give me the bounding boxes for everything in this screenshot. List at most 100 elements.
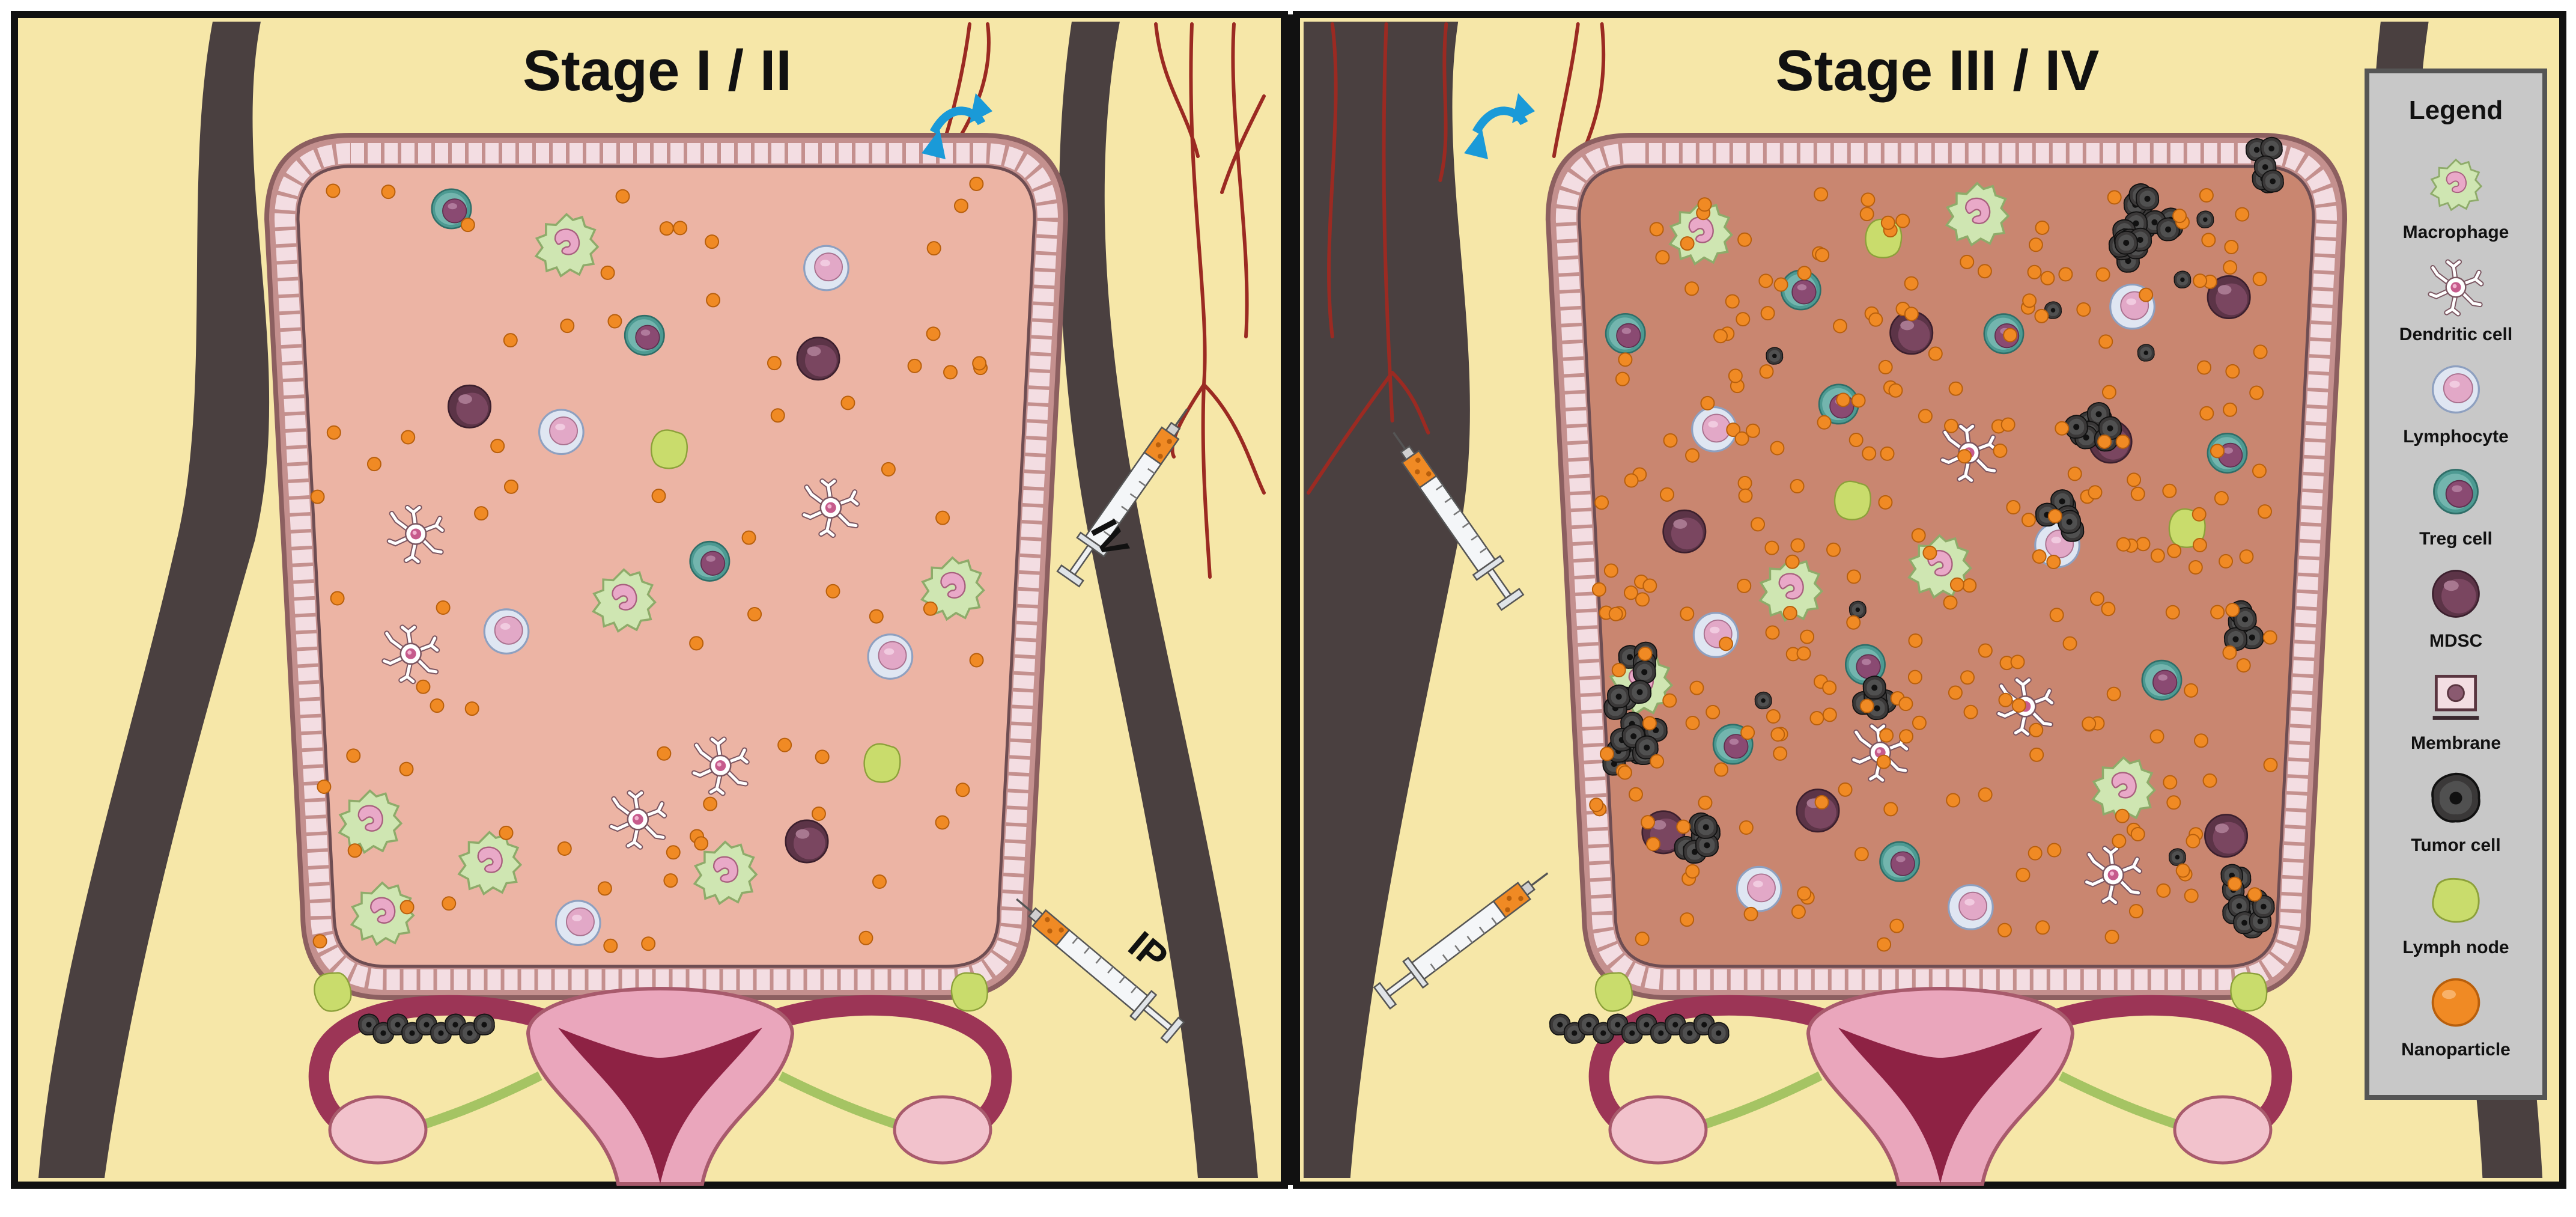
blood-vessel bbox=[1327, 22, 1338, 338]
exchange-arrow-head bbox=[1464, 129, 1489, 159]
legend-item-label: Nanoparticle bbox=[2401, 1040, 2511, 1060]
nanoparticle bbox=[1662, 693, 1677, 708]
tumor-cell bbox=[2137, 344, 2155, 362]
nanoparticle bbox=[326, 425, 341, 440]
nanoparticle bbox=[1740, 725, 1755, 740]
nanoparticle bbox=[2115, 808, 2130, 823]
nanoparticle bbox=[1623, 585, 1638, 600]
lymphocyte bbox=[1692, 612, 1739, 658]
nanoparticle bbox=[1728, 368, 1743, 383]
nanoparticle bbox=[1851, 393, 1866, 408]
blood-vessels bbox=[1306, 22, 1606, 495]
nanoparticle bbox=[607, 314, 622, 329]
nanoparticle bbox=[2049, 608, 2064, 623]
nanoparticle bbox=[1608, 606, 1623, 621]
exchange-arrow-head bbox=[922, 129, 946, 159]
nanoparticle bbox=[869, 609, 884, 624]
nanoparticle bbox=[2165, 605, 2180, 620]
nanoparticle bbox=[1796, 646, 1811, 661]
nanoparticle bbox=[1642, 716, 1657, 731]
treg-cell bbox=[2141, 659, 2183, 701]
nanoparticle bbox=[1862, 446, 1877, 461]
nanoparticle bbox=[1725, 294, 1740, 309]
nanoparticle bbox=[2199, 188, 2214, 203]
mdsc bbox=[447, 384, 492, 429]
nanoparticle bbox=[1879, 728, 1894, 743]
nanoparticle bbox=[694, 836, 709, 851]
legend-item-label: Lymph node bbox=[2402, 938, 2509, 957]
nanoparticle bbox=[881, 462, 896, 477]
nanoparticle bbox=[499, 825, 514, 840]
blood-vessel bbox=[1438, 22, 1448, 182]
nanoparticle bbox=[1770, 727, 1785, 742]
nanoparticle bbox=[1998, 692, 2013, 707]
legend-box bbox=[2365, 69, 2547, 1100]
fallopian-tube-left bbox=[308, 995, 562, 1128]
nanoparticle bbox=[1603, 563, 1618, 578]
legend-item: Lymph node bbox=[2402, 877, 2509, 957]
tumor-cell bbox=[1707, 1022, 1730, 1044]
nanoparticle bbox=[767, 356, 782, 371]
nanoparticle bbox=[1655, 250, 1670, 265]
lymph-node bbox=[863, 743, 901, 783]
nanoparticle bbox=[2076, 302, 2091, 317]
nanoparticle bbox=[741, 530, 756, 545]
nanoparticle bbox=[972, 356, 987, 371]
nanoparticle bbox=[2082, 716, 2097, 731]
nanoparticle bbox=[2156, 883, 2171, 898]
body-silhouette-left bbox=[1303, 22, 1470, 1178]
nanoparticle bbox=[2214, 490, 2229, 505]
nanoparticle bbox=[1960, 254, 1975, 269]
nanoparticle bbox=[346, 748, 361, 763]
lymphocyte bbox=[483, 608, 530, 655]
blood-vessel bbox=[1582, 22, 1606, 152]
uterus-cavity bbox=[1838, 1028, 2043, 1184]
nanoparticle bbox=[1928, 346, 1943, 361]
nanoparticle bbox=[2184, 683, 2199, 698]
nanoparticle bbox=[2262, 630, 2277, 645]
mdsc bbox=[1662, 509, 1707, 554]
nanoparticle bbox=[2128, 904, 2143, 919]
nanoparticle bbox=[969, 653, 984, 668]
lymphocyte-icon bbox=[2431, 365, 2480, 414]
nanoparticle bbox=[840, 395, 855, 410]
nanoparticle bbox=[1846, 615, 1861, 630]
nanoparticle bbox=[1814, 795, 1829, 810]
nanoparticle bbox=[703, 796, 718, 811]
nanoparticle bbox=[2029, 722, 2044, 737]
nanoparticle bbox=[1773, 746, 1788, 761]
nanoparticle bbox=[770, 408, 785, 423]
tumor-cell bbox=[2196, 210, 2214, 228]
nanoparticle bbox=[1726, 422, 1741, 438]
ovary-left bbox=[328, 1095, 428, 1165]
nanoparticle bbox=[2150, 548, 2165, 563]
exchange-arrow-head bbox=[1512, 93, 1536, 123]
nanoparticle bbox=[666, 845, 681, 860]
nanoparticle bbox=[1685, 864, 1700, 879]
panel-title: Stage III / IV bbox=[1776, 38, 2100, 103]
nanoparticle bbox=[503, 333, 518, 348]
nanoparticle bbox=[603, 938, 618, 953]
nanoparticle bbox=[1944, 418, 1959, 433]
nanoparticle bbox=[1766, 709, 1781, 724]
nanoparticle bbox=[2199, 406, 2214, 421]
nanoparticle bbox=[1617, 765, 1632, 780]
nanoparticle bbox=[2097, 434, 2112, 449]
nanoparticle bbox=[2107, 190, 2122, 205]
nanoparticle bbox=[615, 189, 630, 204]
nanoparticle bbox=[953, 198, 968, 213]
lymph-node bbox=[650, 429, 688, 469]
nanoparticle bbox=[1815, 248, 1830, 263]
nanoparticle bbox=[2224, 240, 2239, 255]
lymph-node bbox=[1833, 480, 1871, 520]
nanoparticle bbox=[1949, 577, 1964, 592]
nanoparticle bbox=[1663, 433, 1678, 448]
nanoparticle bbox=[955, 782, 970, 798]
nanoparticle bbox=[1615, 371, 1630, 386]
nanoparticle bbox=[1826, 542, 1841, 557]
nanoparticle bbox=[1765, 625, 1780, 640]
blood-vessel bbox=[1390, 371, 1430, 435]
nanoparticle bbox=[416, 679, 431, 694]
nanoparticle bbox=[1997, 923, 2012, 938]
lymphocyte bbox=[538, 409, 585, 456]
